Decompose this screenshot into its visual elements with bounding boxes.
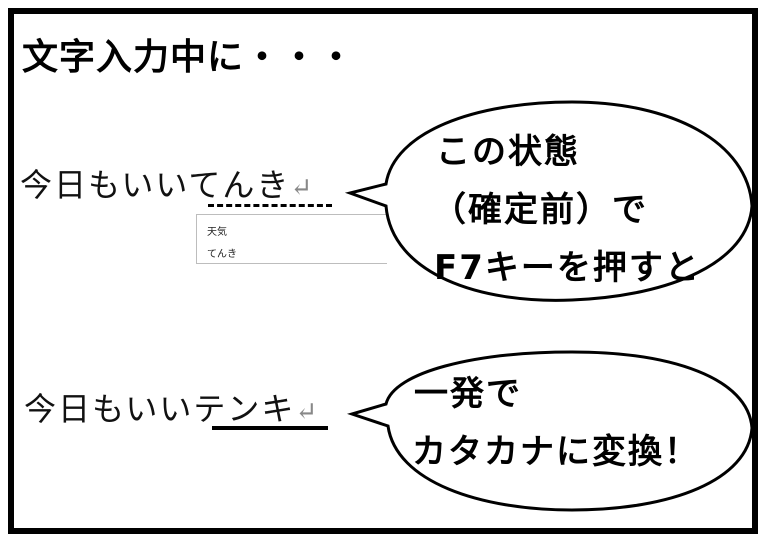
- ime-candidate-item[interactable]: 天気: [207, 227, 227, 238]
- bubble2-line: 一発で: [414, 374, 522, 414]
- ime-candidate-item[interactable]: てんき: [207, 249, 237, 260]
- unconfirmed-underline: [208, 204, 332, 207]
- return-mark-icon: ↵: [295, 397, 318, 427]
- bubble1-line: この状態: [436, 132, 580, 172]
- speech-bubble-2: [346, 350, 754, 512]
- unconfirmed-text: 今日もいいてんき: [20, 166, 291, 204]
- bubble1-line: （確定前）で: [432, 190, 648, 230]
- bubble2-line: カタカナに変換！: [412, 432, 700, 472]
- ime-candidate-list: 天気 てんき: [196, 214, 387, 264]
- converted-text: 今日もいいテンキ: [24, 390, 296, 428]
- speech-bubble-1: [344, 100, 754, 302]
- return-mark-icon: ↵: [290, 173, 313, 203]
- panel-title: 文字入力中に・・・: [22, 37, 356, 78]
- bubble1-line: F7キーを押すと: [434, 248, 701, 288]
- converted-underline: [212, 426, 328, 430]
- unconfirmed-text-line: 今日もいいてんき↵: [20, 160, 312, 206]
- converted-text-line: 今日もいいテンキ↵: [24, 384, 317, 430]
